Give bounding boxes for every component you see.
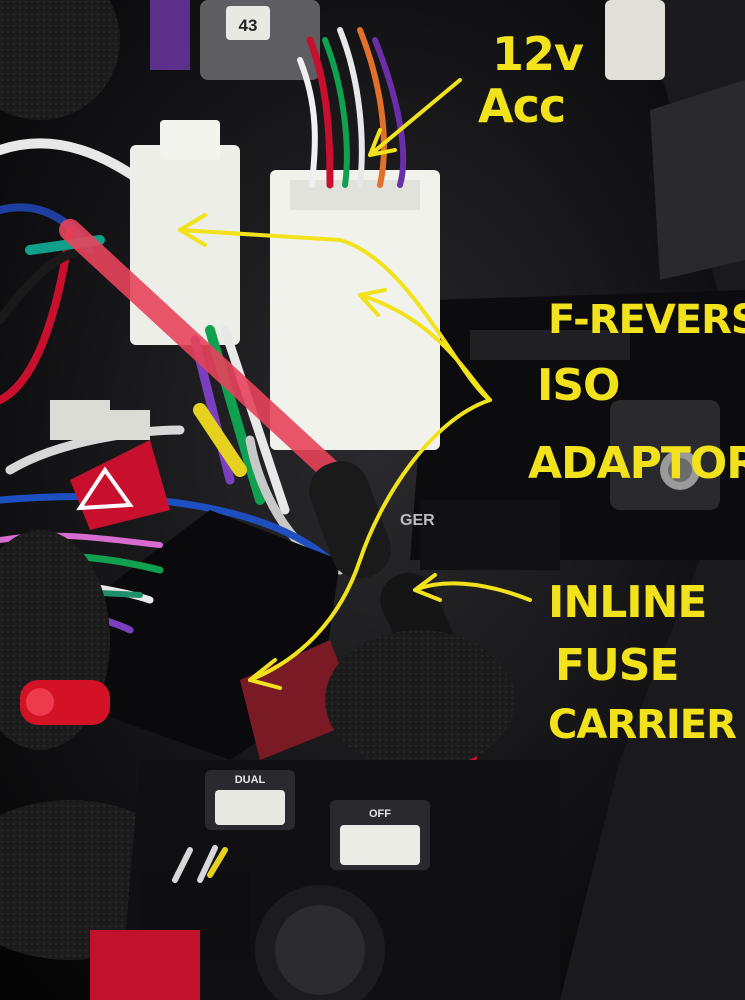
label-carrier: CARRIER: [548, 702, 736, 748]
stereo-display: [420, 500, 560, 570]
dash-vent-edge: [650, 80, 745, 280]
white-connector-left: [130, 145, 240, 345]
felt-tape-wrap: [325, 630, 515, 770]
label-adaptor: ADAPTOR: [528, 438, 745, 489]
label-inline: INLINE: [548, 577, 706, 628]
wire-tag: [110, 410, 150, 440]
off-button: [340, 825, 420, 865]
label-acc: Acc: [478, 79, 565, 133]
felt-tape-top: [0, 0, 120, 120]
label-fuse: FUSE: [555, 640, 679, 691]
dash-trim-right: [560, 0, 745, 1000]
dual-button: [215, 790, 285, 825]
label-12v: 12v: [492, 27, 584, 81]
wire-tag: [50, 400, 110, 440]
label-iso: ISO: [537, 360, 619, 411]
arrow-iso-lower: [248, 398, 492, 682]
label-f-reverse: F-REVERSE: [548, 297, 745, 343]
stereo-brand-fragment: GER: [400, 512, 435, 529]
annotation-arrows: [178, 78, 532, 690]
arrow-iso-right: [358, 293, 492, 402]
arrow-12v-acc: [368, 78, 462, 157]
white-connector-iso: [270, 170, 440, 450]
dual-label: DUAL: [235, 774, 266, 786]
purple-connector: [150, 0, 190, 70]
red-fuse-box: [90, 930, 200, 1000]
arrow-inline-fuse: [413, 581, 532, 602]
hazard-icon: [76, 466, 134, 511]
top-right-white-plug: [605, 0, 665, 80]
off-label: OFF: [369, 808, 391, 820]
wires-into-iso: [297, 27, 407, 189]
sticker-number: 43: [239, 16, 258, 35]
annotation-labels: 12v Acc F-REVERSE ISO ADAPTOR INLINE FUS…: [478, 27, 745, 748]
red-heatshrink-lead: [59, 219, 341, 481]
sticker: [226, 6, 270, 40]
stereo-slot: [470, 330, 630, 360]
inline-fuse-carrier: [309, 461, 391, 579]
